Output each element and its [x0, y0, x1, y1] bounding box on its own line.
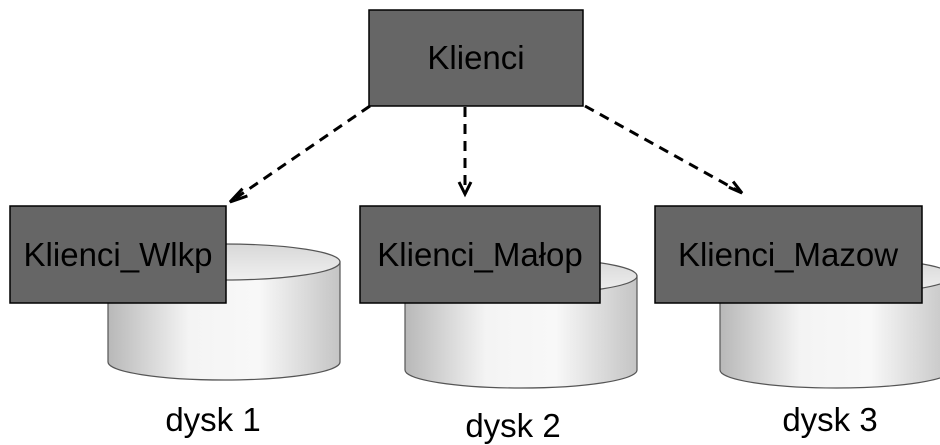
- child-node-klienci-wlkp: Klienci_Wlkp: [9, 205, 227, 304]
- child-node-label: Klienci_Małop: [377, 236, 582, 273]
- edge-to-klienci-malop: [457, 107, 473, 198]
- root-node-label: Klienci: [427, 39, 524, 76]
- edge-to-klienci-wlkp: [228, 104, 371, 204]
- child-node-label: Klienci_Wlkp: [24, 236, 213, 273]
- disk-label-3: dysk 3: [782, 401, 877, 438]
- child-node-label: Klienci_Mazow: [678, 236, 898, 273]
- child-node-klienci-mazow: Klienci_Mazow: [654, 205, 923, 304]
- disk-label-2: dysk 2: [465, 407, 560, 444]
- child-node-klienci-malop: Klienci_Małop: [359, 205, 601, 304]
- disk-label-1: dysk 1: [165, 401, 260, 438]
- edge-to-klienci-mazow: [584, 104, 744, 195]
- root-node-klienci: Klienci: [368, 9, 584, 107]
